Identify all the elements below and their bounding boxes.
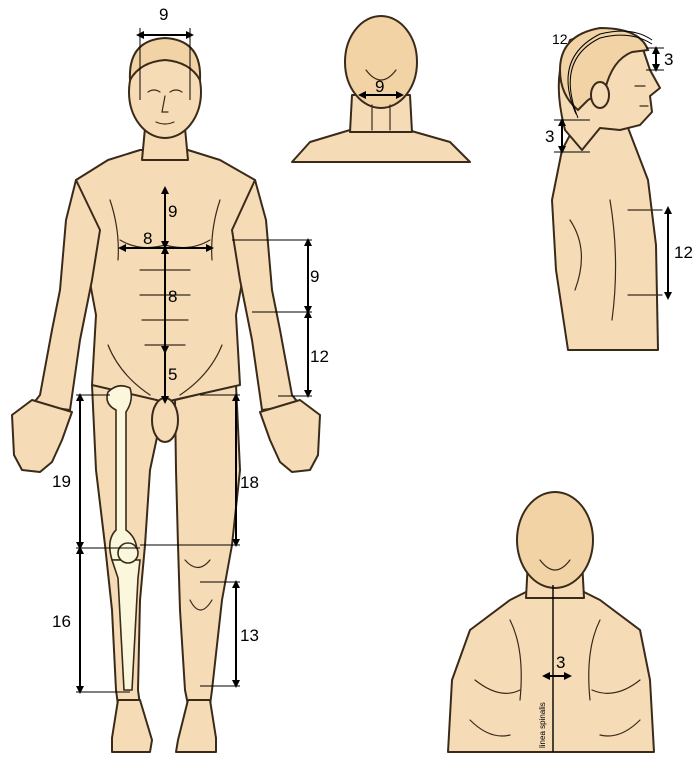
thigh-left-label: 19 xyxy=(52,472,71,491)
shin-right-label: 13 xyxy=(240,626,259,645)
forehead-label: 3 xyxy=(664,50,673,69)
thigh-right-label: 18 xyxy=(240,473,259,492)
forearm-label: 12 xyxy=(310,347,329,366)
chest-side-label: 12 xyxy=(674,243,693,262)
head-width-label: 9 xyxy=(159,5,168,24)
lower-abdomen-label: 5 xyxy=(168,365,177,384)
back-view-figure: linea spinalis xyxy=(448,492,654,752)
upper-abdomen-label: 8 xyxy=(168,287,177,306)
scalp-arc-label: 12 xyxy=(552,31,568,47)
spine-caption: linea spinalis xyxy=(538,702,547,748)
neck-width-label: 9 xyxy=(375,77,384,96)
neck-side-label: 3 xyxy=(545,127,554,146)
spine-width-label: 3 xyxy=(556,653,565,672)
sternum-label: 9 xyxy=(168,202,177,221)
upper-arm-label: 9 xyxy=(310,267,319,286)
shin-left-label: 16 xyxy=(52,612,71,631)
chest-label: 8 xyxy=(143,229,152,248)
